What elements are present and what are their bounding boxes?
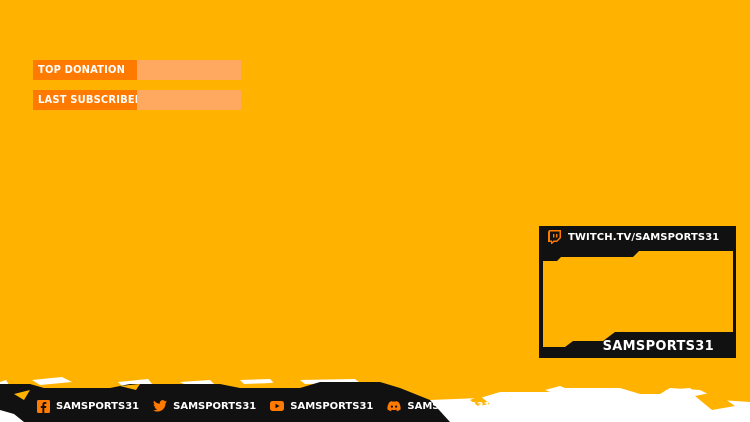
social-twitter-name: SAMSPORTS31 [173,400,257,412]
social-facebook-name: SAMSPORTS31 [56,400,140,412]
top-donation-label: TOP DONATION [33,60,137,80]
discord-icon [387,400,402,411]
webcam-header-text: TWITCH.TV/SAMSPORTS31 [568,231,720,243]
webcam-frame: TWITCH.TV/SAMSPORTS31 SAMSPORTS31 [539,226,736,358]
social-discord[interactable]: SAMSPORTS31 [387,400,491,412]
twitch-icon [548,230,561,244]
social-youtube-name: SAMSPORTS31 [290,400,374,412]
social-youtube[interactable]: SAMSPORTS31 [270,401,373,412]
webcam-window [543,251,733,347]
last-subscriber-widget: LAST SUBSCRIBER [33,90,241,110]
last-subscriber-label: LAST SUBSCRIBER [33,90,142,110]
webcam-header: TWITCH.TV/SAMSPORTS31 [547,229,719,245]
social-facebook[interactable]: SAMSPORTS31 [37,399,140,413]
social-twitter[interactable]: SAMSPORTS31 [153,400,256,412]
facebook-icon [37,399,50,413]
social-bar: SAMSPORTS31 SAMSPORTS31 SAMSPORTS31 SAMS… [37,397,505,415]
top-donation-widget: TOP DONATION [33,60,241,80]
webcam-name: SAMSPORTS31 [602,339,714,354]
last-subscriber-value [137,90,241,110]
twitter-icon [153,400,168,412]
social-discord-name: SAMSPORTS31 [407,400,491,412]
bottom-decoration [0,377,750,422]
top-donation-value [137,60,241,80]
youtube-icon [270,401,285,411]
